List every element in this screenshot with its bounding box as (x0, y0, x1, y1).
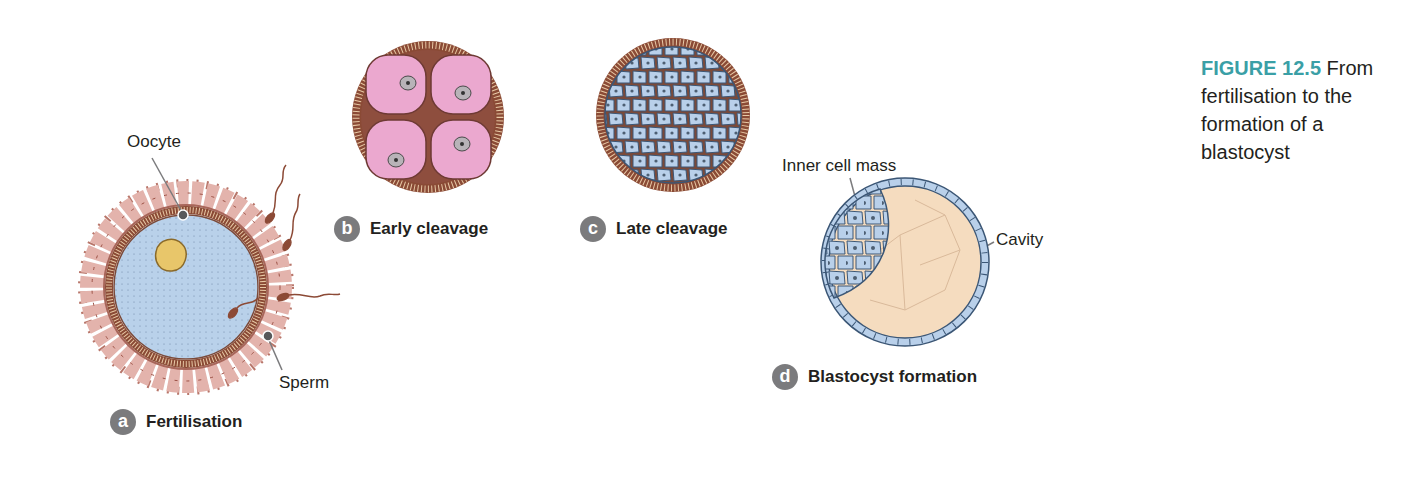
panel-label: a Fertilisation (110, 409, 242, 435)
panel-label: d Blastocyst formation (772, 364, 977, 390)
panel-letter: a (110, 409, 136, 435)
panel-letter: c (580, 216, 606, 242)
figure-number: FIGURE 12.5 (1201, 57, 1321, 79)
part-label: Sperm (279, 373, 329, 393)
blastocyst-illustration (821, 178, 989, 346)
panel-title: Blastocyst formation (808, 367, 977, 387)
early-cleavage-illustration (352, 41, 504, 193)
panel-title: Early cleavage (370, 219, 488, 239)
panel-title: Late cleavage (616, 219, 728, 239)
part-label: Inner cell mass (782, 156, 896, 176)
panel-label: c Late cleavage (580, 216, 728, 242)
panel-title: Fertilisation (146, 412, 242, 432)
panel-letter: d (772, 364, 798, 390)
panel-label: b Early cleavage (334, 216, 488, 242)
oocyte-illustration (82, 183, 290, 391)
part-label: Oocyte (127, 132, 181, 152)
late-cleavage-illustration (596, 38, 750, 192)
figure-caption: FIGURE 12.5 From fertilisation to the fo… (1201, 54, 1416, 166)
leader-lines (152, 158, 994, 370)
part-label: Cavity (996, 230, 1043, 250)
panel-letter: b (334, 216, 360, 242)
sperm-cells (227, 165, 340, 320)
